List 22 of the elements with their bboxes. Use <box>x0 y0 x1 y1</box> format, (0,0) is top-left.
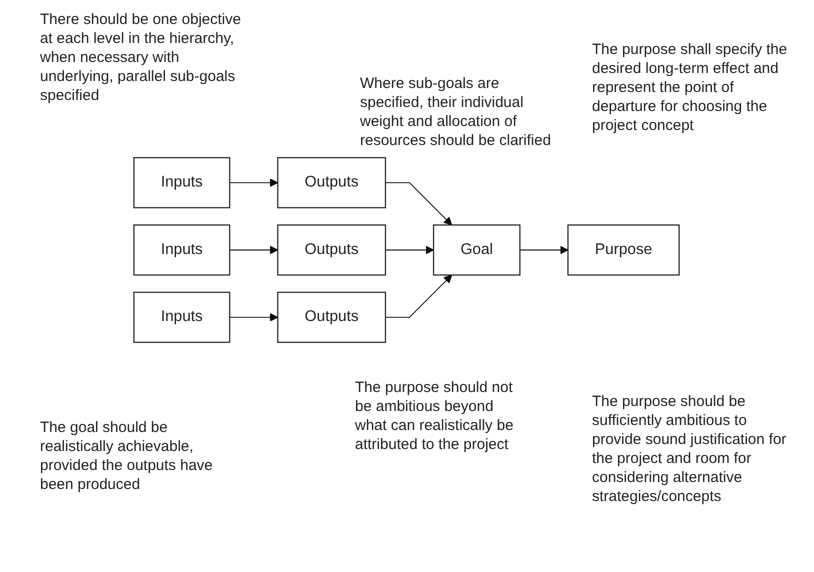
note-text: The purpose should not be ambitious beyond what can realistically be attributed to the project <box>355 378 514 454</box>
arrow <box>520 246 569 254</box>
arrow <box>385 246 434 254</box>
note-text: There should be one objective at each level in the hierarchy, when necessary with underlying, parallel sub-goals specified <box>40 10 242 105</box>
node-box <box>134 224 231 276</box>
note-text: The purpose should be sufficiently ambitious to provide sound justification for the project and room for considering alternative strategies/concepts <box>592 392 788 506</box>
flow-diagram: Inputs Outputs Inputs Outputs Inputs Outputs Goal Purpose <box>115 150 698 350</box>
arrow <box>230 246 279 254</box>
note-text: The goal should be realistically achievable, provided the outputs have been produced <box>40 418 214 494</box>
node-box <box>278 224 387 276</box>
arrow <box>385 182 453 226</box>
node-box <box>568 224 680 276</box>
node-box <box>134 157 231 208</box>
node-box <box>433 224 521 276</box>
note-text: The purpose shall specify the desired long-term effect and represent the point of departure for choosing the project concept <box>592 40 788 135</box>
note-text: Where sub-goals are specified, their individual weight and allocation of resources should be clarified <box>360 74 552 150</box>
node-box <box>278 157 387 208</box>
node-box <box>134 292 231 343</box>
arrow <box>230 313 279 322</box>
arrow <box>385 274 453 318</box>
node-box <box>278 292 387 343</box>
arrow <box>230 178 279 187</box>
